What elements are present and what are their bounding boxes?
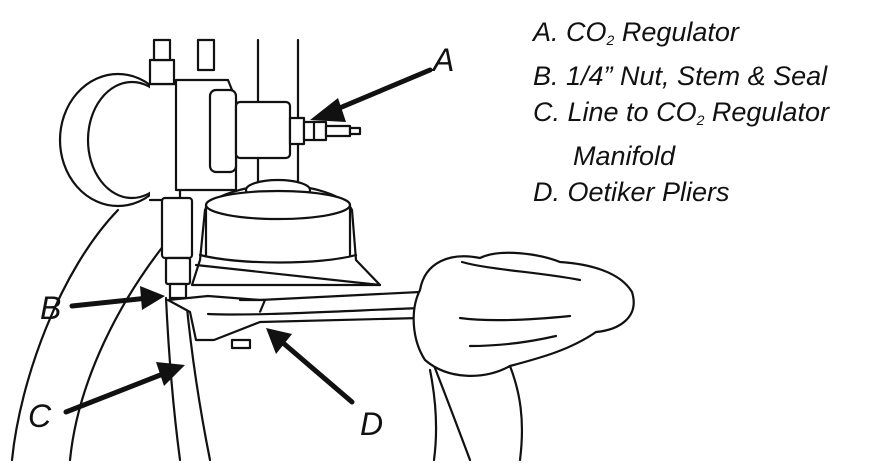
arrow-d xyxy=(266,328,355,405)
hand xyxy=(412,251,635,462)
arrow-b xyxy=(69,286,165,310)
legend-item-a-suffix: Regulator xyxy=(614,17,739,47)
callout-label-d: D xyxy=(360,406,384,442)
parts-legend: A. CO2 Regulator B. 1/4” Nut, Stem & Sea… xyxy=(533,14,829,210)
callout-arrows xyxy=(63,67,433,415)
legend-item-a-sub: 2 xyxy=(606,32,615,48)
legend-item-b-text: B. 1/4” Nut, Stem & Seal xyxy=(533,61,828,91)
legend-item-c-sub: 2 xyxy=(696,112,705,128)
legend-item-c-suffix: Regulator xyxy=(704,97,829,127)
callout-label-b: B xyxy=(40,290,62,326)
legend-item-d-text: D. Oetiker Pliers xyxy=(533,177,730,207)
legend-item-c-prefix: C. Line to CO xyxy=(533,97,697,127)
legend-item-b: B. 1/4” Nut, Stem & Seal xyxy=(533,58,829,94)
line-fittings xyxy=(160,196,194,300)
callout-label-a: A xyxy=(433,42,455,78)
legend-item-a-prefix: A. CO xyxy=(533,17,607,47)
legend-item-c-cont-text: Manifold xyxy=(573,141,676,171)
tank-valve-body xyxy=(190,178,382,287)
arrow-a xyxy=(310,67,433,122)
legend-item-c-continued: Manifold xyxy=(533,138,829,174)
regulator-body xyxy=(174,78,362,192)
legend-item-c: C. Line to CO2 Regulator xyxy=(533,94,829,138)
legend-item-a: A. CO2 Regulator xyxy=(533,14,829,58)
legend-item-d: D. Oetiker Pliers xyxy=(533,174,829,210)
pressure-gauge xyxy=(58,38,216,208)
callout-label-c: C xyxy=(28,398,52,434)
arrow-c xyxy=(63,362,185,415)
